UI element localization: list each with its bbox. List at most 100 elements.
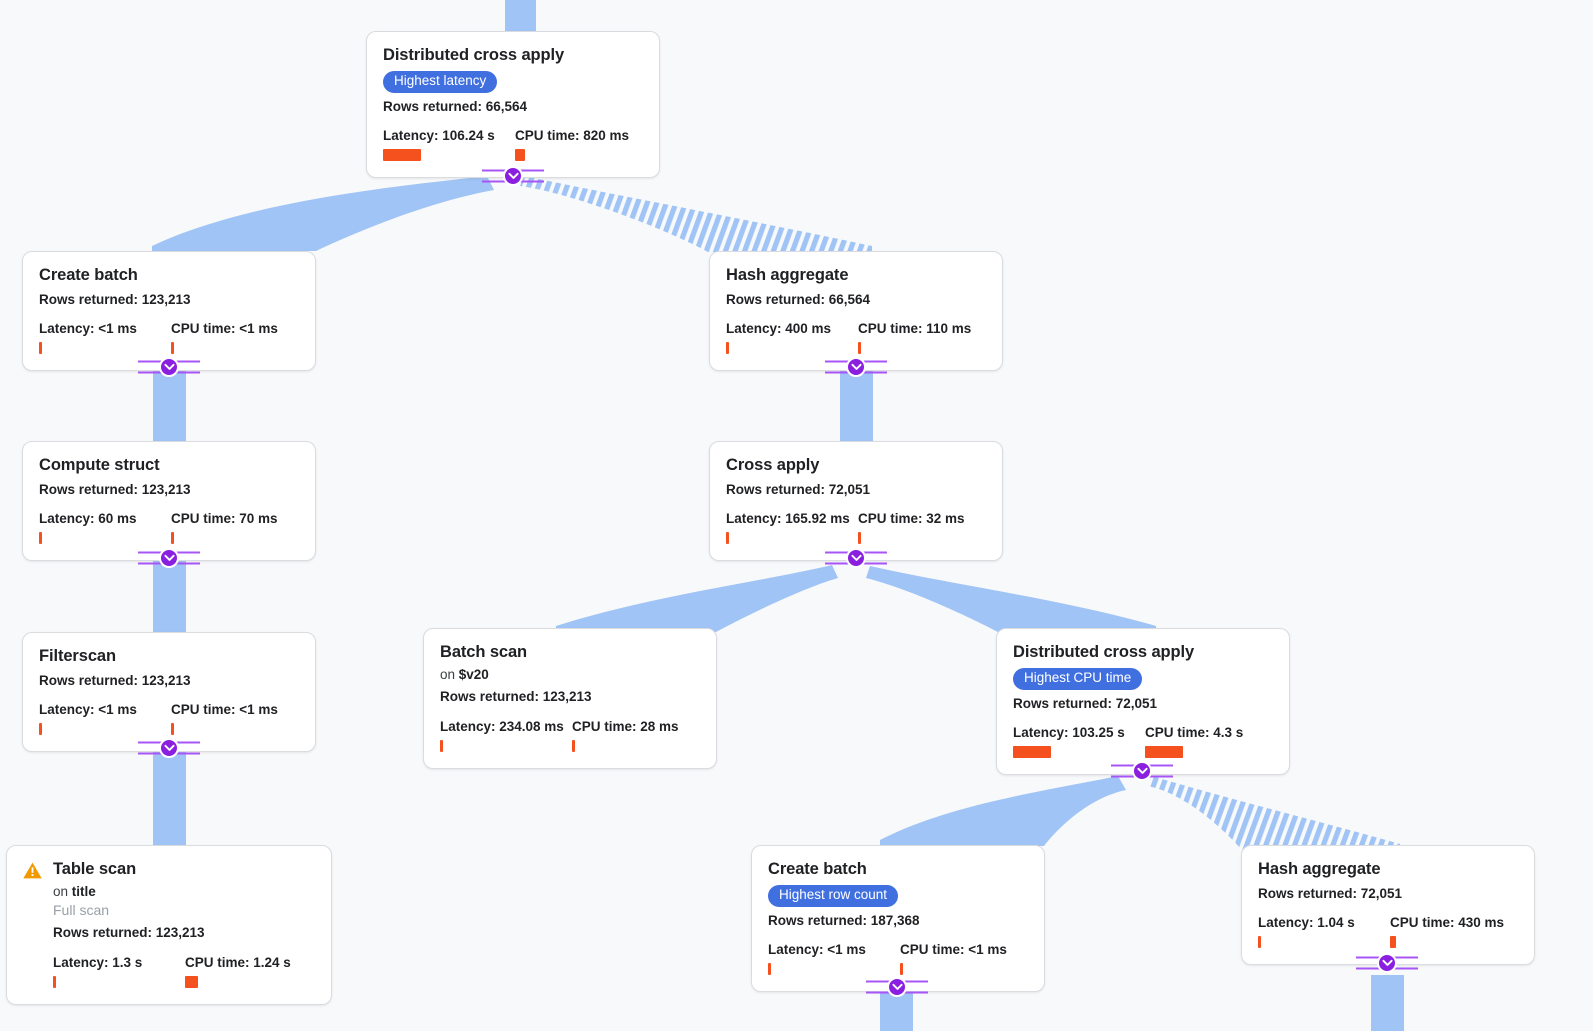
metric-latency-bar <box>53 975 56 988</box>
metric-latency: Latency: 60 ms <box>39 511 171 545</box>
plan-node-hash-aggregate-lower[interactable]: Hash aggregate Rows returned: 72,051 Lat… <box>1241 845 1535 966</box>
connector-toggle-compute-struct[interactable] <box>138 548 200 568</box>
metric-cpu: CPU time: <1 ms <box>171 321 278 355</box>
metric-latency: Latency: <1 ms <box>39 321 171 355</box>
subtitle-value: title <box>71 883 96 899</box>
node-metrics: Latency: 106.24 s CPU time: 820 ms <box>383 128 643 161</box>
plan-node-batch-scan[interactable]: Batch scan on $v20 Rows returned: 123,21… <box>423 628 717 769</box>
metric-latency: Latency: 234.08 ms <box>440 719 572 752</box>
metric-cpu-bar <box>185 975 198 988</box>
metric-cpu: CPU time: 820 ms <box>515 128 629 161</box>
metric-latency: Latency: 1.04 s <box>1258 915 1390 949</box>
chevron-down-icon[interactable] <box>846 357 866 377</box>
metric-latency-bar <box>726 342 729 355</box>
node-title: Create batch <box>39 266 138 284</box>
connector-toggle-create-batch[interactable] <box>138 357 200 377</box>
rows-returned: Rows returned: 66,564 <box>383 98 528 114</box>
metric-latency-label: Latency: 234.08 ms <box>440 718 564 734</box>
metric-latency: Latency: 165.92 ms <box>726 511 858 545</box>
subtitle-prefix: on <box>53 883 72 899</box>
node-title: Hash aggregate <box>726 266 849 284</box>
metric-latency: Latency: 106.24 s <box>383 128 515 161</box>
chevron-down-icon[interactable] <box>887 977 907 997</box>
node-title: Create batch <box>768 860 867 878</box>
node-metrics: Latency: <1 ms CPU time: <1 ms <box>39 702 299 736</box>
connector-toggle-hash-aggregate-lower[interactable] <box>1356 953 1418 973</box>
metric-latency-label: Latency: 103.25 s <box>1013 725 1125 741</box>
metric-latency-label: Latency: <1 ms <box>768 942 866 958</box>
rows-returned: Rows returned: 187,368 <box>768 912 920 928</box>
node-metrics: Latency: 234.08 ms CPU time: 28 ms <box>440 719 700 752</box>
node-metrics: Latency: 1.3 s CPU time: 1.24 s <box>53 955 315 988</box>
plan-node-create-batch[interactable]: Create batch Rows returned: 123,213 Late… <box>22 251 316 372</box>
metric-latency-bar <box>39 342 42 355</box>
plan-node-hash-aggregate-upper[interactable]: Hash aggregate Rows returned: 66,564 Lat… <box>709 251 1003 372</box>
metric-latency-bar <box>768 962 771 975</box>
chevron-down-icon[interactable] <box>1132 761 1152 781</box>
plan-node-cross-apply[interactable]: Cross apply Rows returned: 72,051 Latenc… <box>709 441 1003 562</box>
metric-cpu-bar <box>1390 936 1396 949</box>
chevron-down-icon[interactable] <box>1377 953 1397 973</box>
metric-latency-bar <box>440 739 443 752</box>
subtitle-value: $v20 <box>458 666 489 682</box>
connector-toggle-create-batch-lower[interactable] <box>866 977 928 997</box>
metric-cpu-bar <box>1145 745 1183 758</box>
rows-returned: Rows returned: 123,213 <box>440 689 592 705</box>
metric-latency-label: Latency: 400 ms <box>726 321 832 337</box>
metric-cpu-label: CPU time: <1 ms <box>171 702 278 718</box>
metric-cpu-label: CPU time: 32 ms <box>858 511 965 527</box>
plan-node-table-scan[interactable]: Table scan on title Full scan Rows retur… <box>6 845 332 1005</box>
metric-cpu-label: CPU time: 430 ms <box>1390 915 1505 931</box>
plan-node-create-batch-lower[interactable]: Create batch Highest row count Rows retu… <box>751 845 1045 992</box>
warning-icon <box>23 862 42 879</box>
metric-latency-bar <box>39 723 42 736</box>
rows-returned: Rows returned: 72,051 <box>726 481 871 497</box>
metric-latency-label: Latency: 60 ms <box>39 511 137 527</box>
metric-cpu-label: CPU time: <1 ms <box>171 321 278 337</box>
rows-returned: Rows returned: 123,213 <box>39 291 191 307</box>
chevron-down-icon[interactable] <box>503 166 523 186</box>
plan-node-distributed-cross-apply-root[interactable]: Distributed cross apply Highest latency … <box>366 31 660 178</box>
rows-returned: Rows returned: 72,051 <box>1258 885 1403 901</box>
metric-latency-label: Latency: <1 ms <box>39 321 137 337</box>
connector-toggle-filterscan[interactable] <box>138 738 200 758</box>
metric-latency-bar <box>383 148 421 161</box>
plan-node-distributed-cross-apply-lower[interactable]: Distributed cross apply Highest CPU time… <box>996 628 1290 775</box>
metric-latency: Latency: <1 ms <box>39 702 171 736</box>
metric-cpu-bar <box>858 342 861 355</box>
chevron-down-icon[interactable] <box>159 357 179 377</box>
node-metrics: Latency: <1 ms CPU time: <1 ms <box>39 321 299 355</box>
rows-returned: Rows returned: 123,213 <box>39 481 191 497</box>
metric-cpu-bar <box>171 723 174 736</box>
connector-toggle-root[interactable] <box>482 166 544 186</box>
metric-cpu-bar <box>572 739 575 752</box>
metric-latency-label: Latency: 1.3 s <box>53 954 143 970</box>
metric-latency-label: Latency: 1.04 s <box>1258 915 1355 931</box>
chevron-down-icon[interactable] <box>846 548 866 568</box>
connector-toggle-distributed-cross-apply-lower[interactable] <box>1111 761 1173 781</box>
node-title: Distributed cross apply <box>383 46 565 64</box>
connector-toggle-cross-apply[interactable] <box>825 548 887 568</box>
metric-cpu-bar <box>171 532 174 545</box>
plan-node-filterscan[interactable]: Filterscan Rows returned: 123,213 Latenc… <box>22 632 316 753</box>
chevron-down-icon[interactable] <box>159 548 179 568</box>
metric-cpu-label: CPU time: 70 ms <box>171 511 278 527</box>
metric-cpu-label: CPU time: <1 ms <box>900 942 1007 958</box>
metric-cpu-label: CPU time: 1.24 s <box>185 954 291 970</box>
node-metrics: Latency: 60 ms CPU time: 70 ms <box>39 511 299 545</box>
metric-cpu-bar <box>515 148 525 161</box>
chevron-down-icon[interactable] <box>159 738 179 758</box>
metric-cpu: CPU time: 70 ms <box>171 511 278 545</box>
rows-returned: Rows returned: 123,213 <box>53 925 205 941</box>
connector-toggle-hash-aggregate-upper[interactable] <box>825 357 887 377</box>
plan-node-compute-struct[interactable]: Compute struct Rows returned: 123,213 La… <box>22 441 316 562</box>
metric-cpu-label: CPU time: 110 ms <box>858 321 972 337</box>
metric-latency-label: Latency: 106.24 s <box>383 128 495 144</box>
metric-cpu-label: CPU time: 4.3 s <box>1145 725 1244 741</box>
metric-latency: Latency: <1 ms <box>768 942 900 975</box>
metric-cpu-bar <box>900 962 903 975</box>
metric-latency-bar <box>726 532 729 545</box>
node-title: Batch scan <box>440 643 528 661</box>
